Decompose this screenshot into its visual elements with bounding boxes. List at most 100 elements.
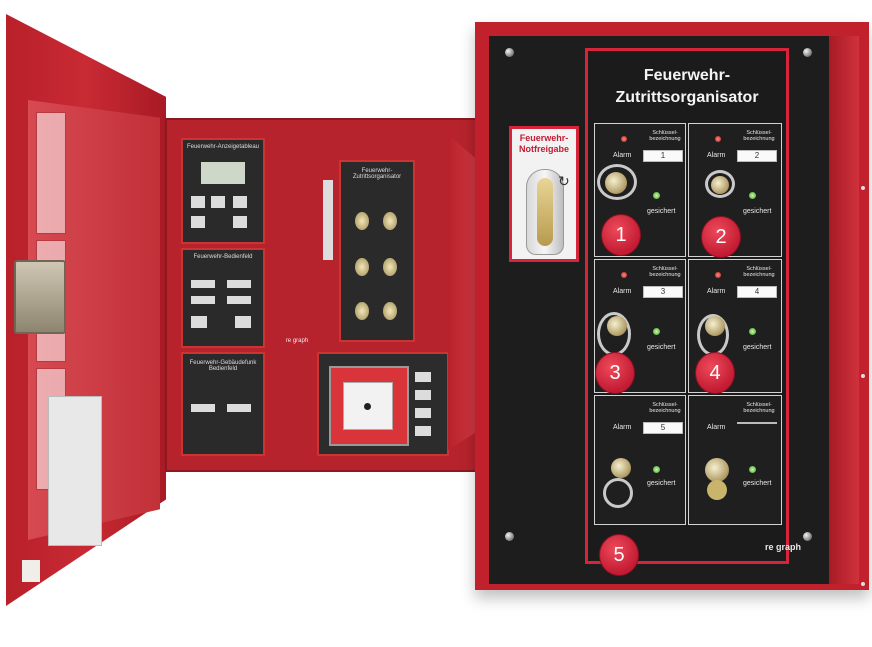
key-tag-5: 5 xyxy=(599,534,639,576)
mini-key-icon xyxy=(383,302,397,320)
brand-logo: re graph xyxy=(765,542,802,552)
control-indicator xyxy=(191,296,215,304)
display-module-title: Feuerwehr-Anzeigetableau xyxy=(186,144,260,150)
secured-led-icon xyxy=(749,466,756,473)
alarm-led-icon xyxy=(715,136,721,142)
control-button xyxy=(191,316,207,328)
key-number-box: 4 xyxy=(737,286,777,298)
alarm-label: Alarm xyxy=(613,424,632,431)
secured-led-icon xyxy=(653,466,660,473)
call-point-indicator xyxy=(415,390,431,400)
door-lock-icon xyxy=(14,260,66,334)
key-tag-3: 3 xyxy=(595,352,635,394)
control-indicator xyxy=(227,296,251,304)
display-button xyxy=(233,216,247,228)
key-ring-icon xyxy=(597,164,637,200)
alarm-label: Alarm xyxy=(613,152,632,159)
key-cylinder-icon xyxy=(605,172,627,194)
alarm-label: Alarm xyxy=(707,288,726,295)
alarm-led-icon xyxy=(621,272,627,278)
left-brand-logo: re graph xyxy=(285,338,309,344)
control-panel-title: Feuerwehr-Bedienfeld xyxy=(193,254,253,260)
screw-icon xyxy=(803,532,812,541)
call-point-module xyxy=(317,352,449,456)
call-point-indicator xyxy=(415,372,431,382)
emergency-release-cylinder xyxy=(526,169,564,255)
control-button xyxy=(235,316,251,328)
secured-led-icon xyxy=(653,328,660,335)
key-label-header: Schlüssel-bezeichnung xyxy=(649,402,681,414)
mini-key-icon xyxy=(355,258,369,276)
key-slot-3: Alarm Schlüssel-bezeichnung 3 gesichert … xyxy=(594,259,686,394)
alarm-label: Alarm xyxy=(707,424,726,431)
secured-led-icon xyxy=(749,328,756,335)
cylinder-core-icon xyxy=(537,178,553,246)
display-screen xyxy=(201,162,245,184)
secured-label: gesichert xyxy=(743,344,772,351)
alarm-led-icon xyxy=(621,136,627,142)
secured-led-icon xyxy=(749,192,756,199)
key-cylinder-icon xyxy=(611,458,631,478)
control-panel-module: Feuerwehr-Bedienfeld xyxy=(181,248,265,348)
secured-label: gesichert xyxy=(743,208,772,215)
display-module: Feuerwehr-Anzeigetableau xyxy=(181,138,265,244)
display-button xyxy=(191,196,205,208)
mini-notfreigabe-cylinder xyxy=(323,180,333,260)
edge-screw-icon xyxy=(861,186,865,190)
key-number-box: 2 xyxy=(737,150,777,162)
key-number-box: 1 xyxy=(643,150,683,162)
key-cylinder-icon xyxy=(705,316,725,336)
key-number-box: 5 xyxy=(643,422,683,434)
key-ring-icon xyxy=(705,170,735,198)
emergency-release-line2: Notfreigabe xyxy=(518,144,569,154)
key-slot-1: Alarm Schlüssel-bezeichnung 1 gesichert … xyxy=(594,123,686,257)
key-ring-icon xyxy=(603,478,633,508)
control-indicator xyxy=(191,280,215,288)
mini-key-icon xyxy=(383,258,397,276)
display-button xyxy=(211,196,225,208)
key-organizer-panel: Feuerwehr- Notfreigabe ↻ Feuerwehr- Zutr… xyxy=(475,22,869,590)
open-fire-brigade-cabinet: Feuerwehr-Anzeigetableau Feuerwehr-Bedie… xyxy=(6,14,481,606)
key-number-box xyxy=(737,422,777,424)
secured-label: gesichert xyxy=(647,208,676,215)
radio-indicator xyxy=(191,404,215,412)
screw-icon xyxy=(505,532,514,541)
key-cylinder-icon xyxy=(607,316,627,336)
key-slot-2: Alarm Schlüssel-bezeichnung 2 gesichert … xyxy=(688,123,782,258)
door-label-plate xyxy=(48,396,102,546)
panel-right-edge xyxy=(829,36,859,584)
call-point-glass xyxy=(343,382,393,430)
door-window-upper xyxy=(36,112,66,234)
organizer-title-line2: Zutrittsorganisator xyxy=(615,89,759,106)
emergency-release-box: Feuerwehr- Notfreigabe ↻ xyxy=(509,126,579,262)
secured-label: gesichert xyxy=(647,480,676,487)
key-label-header: Schlüssel-bezeichnung xyxy=(743,130,775,142)
key-cylinder-icon xyxy=(711,176,729,194)
key-tag-4: 4 xyxy=(695,352,735,394)
screw-icon xyxy=(505,48,514,57)
key-label-header: Schlüssel-bezeichnung xyxy=(743,266,775,278)
alarm-led-icon xyxy=(715,272,721,278)
secured-label: gesichert xyxy=(647,344,676,351)
mini-key-organizer-module: Feuerwehr-Zutrittsorganisator xyxy=(339,160,415,342)
secured-label: gesichert xyxy=(743,480,772,487)
organizer-title-line1: Feuerwehr- xyxy=(643,67,731,84)
display-button xyxy=(191,216,205,228)
mini-key-icon xyxy=(383,212,397,230)
display-button xyxy=(233,196,247,208)
door-sticker xyxy=(22,560,40,582)
key-slot-4: Alarm Schlüssel-bezeichnung 4 gesichert … xyxy=(688,259,782,394)
call-point-button-icon xyxy=(364,403,371,410)
rotate-arrow-icon: ↻ xyxy=(558,173,570,189)
alarm-label: Alarm xyxy=(707,152,726,159)
call-point-indicator xyxy=(415,426,431,436)
key-tag-2: 2 xyxy=(701,216,741,258)
emergency-release-line1: Feuerwehr- xyxy=(519,133,569,143)
radio-indicator xyxy=(227,404,251,412)
organizer-title: Feuerwehr- Zutrittsorganisator xyxy=(588,65,786,109)
control-indicator xyxy=(227,280,251,288)
mini-key-icon xyxy=(355,212,369,230)
key-slot-5: Alarm Schlüssel-bezeichnung 5 gesichert xyxy=(594,395,686,525)
radio-panel-module: Feuerwehr-Gebäudefunk Bedienfeld xyxy=(181,352,265,456)
edge-screw-icon xyxy=(861,582,865,586)
